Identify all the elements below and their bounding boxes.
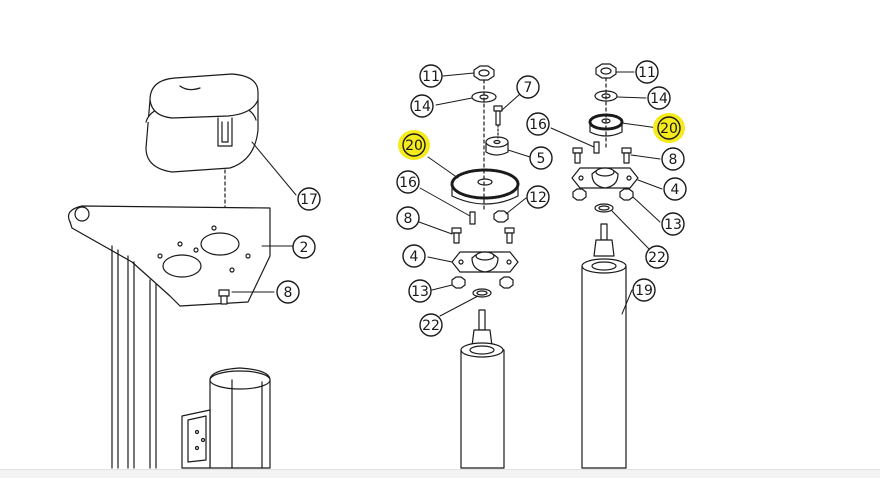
- callout-number: 16: [399, 175, 417, 191]
- callout-circle: [661, 147, 685, 171]
- callout-c14a: 14: [410, 94, 434, 118]
- callout-number: 11: [638, 65, 656, 81]
- callout-c4b: 4: [663, 177, 687, 201]
- callout-c4a: 4: [402, 244, 426, 268]
- callout-circle: [657, 116, 681, 140]
- callout-circle: [402, 133, 426, 157]
- callout-circle: [419, 313, 443, 337]
- bottom-scroll-edge: [0, 469, 880, 478]
- callout-number: 11: [422, 69, 440, 85]
- callout-circle: [276, 280, 300, 304]
- callout-c5: 5: [529, 146, 553, 170]
- callout-circle: [635, 60, 659, 84]
- callout-circle: [661, 212, 685, 236]
- callout-c11b: 11: [635, 60, 659, 84]
- callout-number: 22: [648, 250, 666, 266]
- callout-number: 4: [671, 182, 680, 198]
- callout-c7: 7: [516, 75, 540, 99]
- callout-circle: [410, 94, 434, 118]
- callout-number: 14: [650, 91, 668, 107]
- callout-c20a: 20: [398, 130, 430, 160]
- callout-c16b: 16: [526, 112, 550, 136]
- callout-c11a: 11: [419, 64, 443, 88]
- mounting-plate: [67, 205, 271, 307]
- callout-number: 12: [529, 190, 547, 206]
- callout-circle: [408, 279, 432, 303]
- callout-c2: 2: [292, 235, 316, 259]
- callout-number: 13: [411, 284, 429, 300]
- callout-number: 17: [300, 192, 318, 208]
- callout-circle: [516, 75, 540, 99]
- callout-c17: 17: [297, 187, 321, 211]
- plate-bolt: [218, 289, 230, 305]
- callout-number: 20: [405, 138, 423, 154]
- callout-circle: [402, 244, 426, 268]
- callout-number: 19: [635, 283, 653, 299]
- callout-number: 8: [669, 152, 678, 168]
- callout-circle: [663, 177, 687, 201]
- callout-number: 16: [529, 117, 547, 133]
- callout-number: 13: [664, 217, 682, 233]
- callout-circle: [526, 185, 550, 209]
- callout-number: 20: [660, 121, 678, 137]
- callout-c13a: 13: [408, 279, 432, 303]
- callout-c8b: 8: [396, 206, 420, 230]
- callout-c22a: 22: [419, 313, 443, 337]
- callout-number: 8: [284, 285, 293, 301]
- callout-c13b: 13: [661, 212, 685, 236]
- callout-c14b: 14: [647, 86, 671, 110]
- callout-circle: [647, 86, 671, 110]
- callout-number: 5: [537, 151, 546, 167]
- drive-motor: [181, 367, 271, 469]
- callout-c20b: 20: [653, 113, 685, 143]
- callout-circle: [526, 112, 550, 136]
- callout-c8a: 8: [276, 280, 300, 304]
- callout-circle: [529, 146, 553, 170]
- callout-number: 7: [524, 80, 533, 96]
- callout-number: 8: [404, 211, 413, 227]
- callout-c22b: 22: [645, 245, 669, 269]
- callout-circle: [396, 170, 420, 194]
- motor-cover: [145, 73, 259, 173]
- right-stack: [571, 63, 639, 469]
- callout-circle: [292, 235, 316, 259]
- callout-circle: [632, 278, 656, 302]
- callout-circle: [297, 187, 321, 211]
- callout-circle: [645, 245, 669, 269]
- callout-c8c: 8: [661, 147, 685, 171]
- left-frame-posts: [111, 245, 157, 469]
- callout-circle: [419, 64, 443, 88]
- callout-c16a: 16: [396, 170, 420, 194]
- callout-number: 14: [413, 99, 431, 115]
- callout-circle: [396, 206, 420, 230]
- callout-number: 22: [422, 318, 440, 334]
- middle-stack: [450, 65, 520, 469]
- callout-c19: 19: [632, 278, 656, 302]
- leader-lines: [231, 71, 663, 317]
- callout-group: 17 2 8 11 7 14 20 5 16 12 8 4 13 22 11 14 16 20 8 4 13 22 19: [276, 60, 687, 337]
- callout-number: 4: [410, 249, 419, 265]
- callout-c12: 12: [526, 185, 550, 209]
- callout-number: 2: [300, 240, 309, 256]
